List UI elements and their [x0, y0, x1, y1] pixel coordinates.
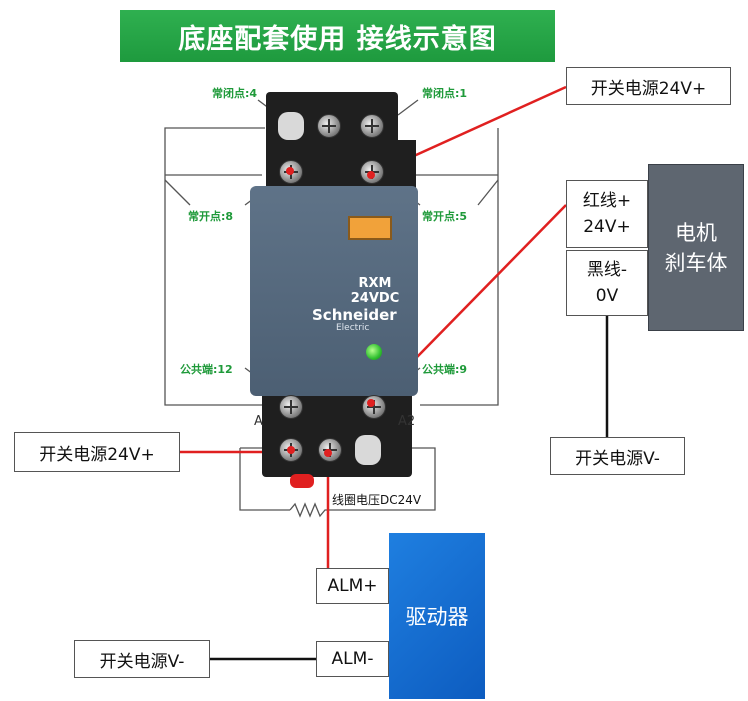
switch-power-vneg-bottom-text: 开关电源V-: [99, 651, 185, 672]
driver-label: 驱动器: [405, 605, 469, 629]
alm-neg-label: ALM-: [331, 649, 374, 669]
terminal-slot-left: [278, 112, 304, 140]
relay-brand: Schneider: [312, 306, 397, 324]
red-line-label: 红线+: [582, 191, 632, 211]
black-line-box: 黑线- 0V: [566, 250, 648, 316]
black-line-voltage: 0V: [595, 286, 619, 306]
label-com9: 公共端:9: [422, 363, 468, 376]
screw-terminal-8: [279, 160, 303, 184]
screw-terminal-4: [317, 114, 341, 138]
terminal-coil-pos-dot: [287, 446, 295, 454]
switch-power-vneg-right: 开关电源V-: [550, 437, 685, 475]
switch-power-vneg-right-text: 开关电源V-: [575, 448, 660, 469]
relay-brand-sub: Electric: [336, 323, 370, 333]
red-clip: [290, 474, 314, 488]
alm-pos-box: ALM+: [316, 568, 389, 604]
label-nc1: 常闭点:1: [422, 87, 468, 100]
terminal-coil-neg-dot: [324, 449, 332, 457]
black-line-label: 黑线-: [586, 260, 628, 280]
label-no8: 常开点:8: [188, 210, 234, 223]
switch-power-24v-top: 开关电源24V+: [566, 67, 731, 105]
terminal-8-dot: [286, 167, 294, 175]
title-banner: 底座配套使用 接线示意图: [120, 10, 555, 62]
relay-flag: [348, 216, 392, 240]
red-line-voltage: 24V+: [583, 217, 631, 237]
right-contact-frame: [420, 128, 499, 406]
coil-voltage-label: 线圈电压DC24V: [332, 493, 422, 507]
servo-driver-block: 驱动器: [389, 533, 485, 699]
label-com12: 公共端:12: [180, 363, 233, 376]
alm-neg-box: ALM-: [316, 641, 389, 677]
label-nc4: 常闭点:4: [212, 87, 258, 100]
terminal-5-dot: [367, 171, 375, 179]
switch-power-24v-left: 开关电源24V+: [14, 432, 180, 472]
switch-power-24v-left-text: 开关电源24V+: [39, 444, 155, 465]
motor-label: 电机: [675, 220, 717, 245]
switch-power-24v-top-text: 开关电源24V+: [590, 78, 707, 99]
label-no5: 常开点:5: [422, 210, 468, 223]
relay-body: RXM 24VDC Schneider Electric: [250, 186, 418, 396]
screw-terminal-a1: [279, 395, 303, 419]
label-a2: A2: [398, 414, 416, 429]
diagram-title: 底座配套使用 接线示意图: [178, 23, 497, 55]
relay-voltage: 24VDC: [350, 291, 400, 306]
screw-terminal-a2: [362, 395, 386, 419]
terminal-slot-right: [355, 435, 381, 465]
switch-power-vneg-bottom: 开关电源V-: [74, 640, 210, 678]
status-led: [366, 344, 382, 360]
left-contact-frame: [164, 127, 265, 406]
red-line-box: 红线+ 24V+: [566, 180, 648, 248]
relay-model: RXM: [358, 276, 392, 291]
alm-pos-label: ALM+: [327, 576, 378, 596]
black-wires: [210, 316, 609, 661]
label-a1: A: [254, 414, 263, 429]
coil-resistor: [289, 447, 436, 518]
screw-terminal-1: [360, 114, 384, 138]
motor-brake-block: 电机 刹车体: [648, 164, 744, 331]
terminal-a2-dot: [367, 399, 375, 407]
brake-label: 刹车体: [664, 250, 728, 275]
